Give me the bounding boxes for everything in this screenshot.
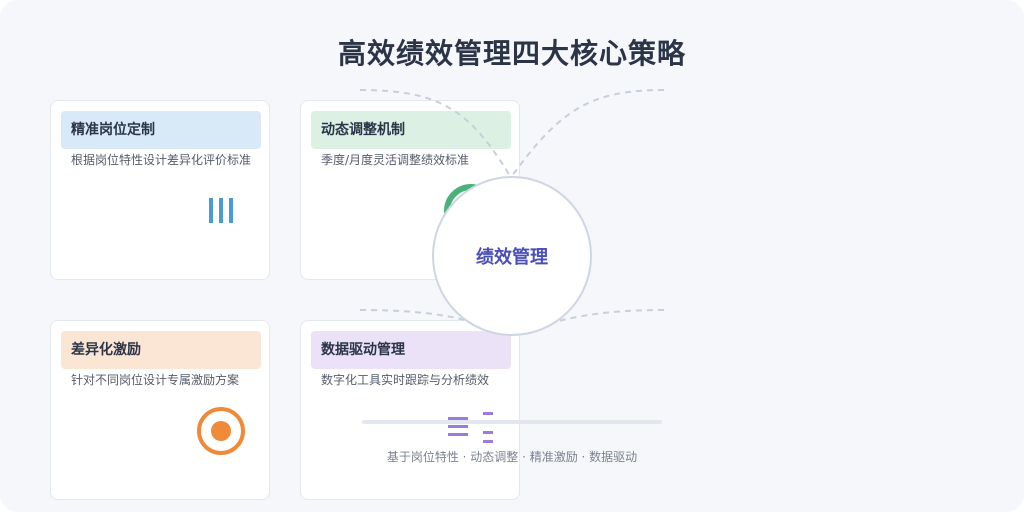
strategy-card-differentiated-incentive: 差异化激励 针对不同岗位设计专属激励方案 xyxy=(50,320,270,500)
card-description: 根据岗位特性设计差异化评价标准 xyxy=(71,153,252,167)
card-description: 数字化工具实时跟踪与分析绩效 xyxy=(321,373,490,387)
card-description: 季度/月度灵活调整绩效标准 xyxy=(321,153,470,167)
strategy-card-data-driven: 数据驱动管理 数字化工具实时跟踪与分析绩效 xyxy=(300,320,520,500)
central-hub: 绩效管理 xyxy=(432,176,592,336)
card-header: 动态调整机制 xyxy=(311,111,511,149)
footer-caption: 基于岗位特性 · 动态调整 · 精准激励 · 数据驱动 xyxy=(386,450,638,464)
bar-chart-icon xyxy=(209,198,233,223)
card-header: 数据驱动管理 xyxy=(311,331,511,369)
timeline-bar xyxy=(362,420,662,424)
data-list-icon xyxy=(448,412,493,443)
page-title: 高效绩效管理四大核心策略 xyxy=(337,37,686,70)
card-description: 针对不同岗位设计专属激励方案 xyxy=(71,373,240,387)
card-header: 精准岗位定制 xyxy=(61,111,261,149)
card-header: 差异化激励 xyxy=(61,331,261,369)
hub-label: 绩效管理 xyxy=(476,247,548,268)
strategy-card-precise-position: 精准岗位定制 根据岗位特性设计差异化评价标准 xyxy=(50,100,270,280)
target-icon xyxy=(197,407,245,455)
connector-top-right xyxy=(511,89,665,177)
